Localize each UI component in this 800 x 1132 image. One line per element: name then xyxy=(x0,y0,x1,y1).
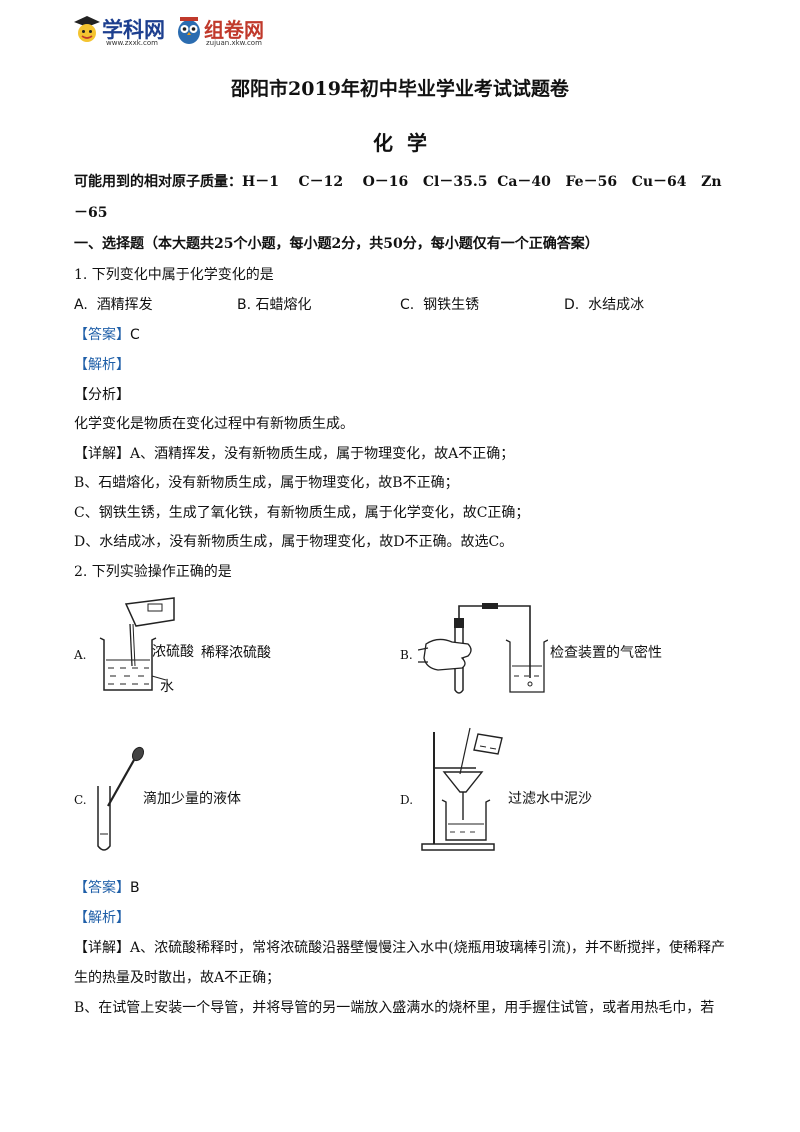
q2-detail-line: B、在试管上安装一个导管，并将导管的另一端放入盛满水的烧杯里，用手握住试管，或者… xyxy=(74,1000,715,1016)
section-heading: 一、选择题（本大题共25个小题，每小题2分，共50分，每小题仅有一个正确答案） xyxy=(74,236,599,252)
q1-detail-line: 【详解】A、酒精挥发，没有新物质生成，属于物理变化，故A不正确； xyxy=(74,446,515,462)
atomic-masses: 可能用到的相对原子质量：H－1 C－12 O－16 Cl－35.5 Ca－40 … xyxy=(74,174,722,190)
q2-option-b-letter: B. xyxy=(400,648,413,662)
q2-b-caption: 检查装置的气密性 xyxy=(550,645,662,661)
graduate-mascot-icon xyxy=(74,16,100,42)
atomic-masses-cont: －65 xyxy=(74,205,108,221)
q1-option-a: A. 酒精挥发 xyxy=(74,297,153,313)
q2-stem: 2. 下列实验操作正确的是 xyxy=(74,564,232,580)
owl-mascot-icon xyxy=(178,17,200,44)
q2-answer: 【答案】B xyxy=(74,880,140,896)
q2-detail-line: 【详解】A、浓硫酸稀释时，常将浓硫酸沿器壁慢慢注入水中(烧瓶用玻璃棒引流)，并不… xyxy=(74,940,726,956)
q1-option-c: C. 钢铁生锈 xyxy=(400,297,480,313)
logo-zujuan-url: zujuan.xkw.com xyxy=(206,39,262,47)
q2-option-a-letter: A. xyxy=(74,648,87,662)
q1-detail-line: C、钢铁生锈，生成了氧化铁，有新物质生成，属于化学变化，故C正确； xyxy=(74,505,530,521)
q1-option-b: B. 石蜡熔化 xyxy=(237,297,312,313)
q1-stem: 1. 下列变化中属于化学变化的是 xyxy=(74,267,274,283)
q2-detail-line: 生的热量及时散出，故A不正确； xyxy=(74,970,281,986)
q1-detail-line: B、石蜡熔化，没有新物质生成，属于物理变化，故B不正确； xyxy=(74,475,459,491)
q2-option-c-letter: C. xyxy=(74,793,87,807)
logo-zxxk-url: www.zxxk.com xyxy=(106,39,158,47)
logo-zxxk: 学科网 www.zxxk.com xyxy=(72,12,172,48)
q2-a-label-water: 水 xyxy=(160,679,174,695)
q2-d-caption: 过滤水中泥沙 xyxy=(508,791,592,807)
q2-a-caption: 稀释浓硫酸 xyxy=(201,645,271,661)
q2-option-d-letter: D. xyxy=(400,793,414,807)
logo-zujuan: 组卷网 zujuan.xkw.com xyxy=(176,12,276,48)
q1-detail-line: D、水结成冰，没有新物质生成，属于物理变化，故D不正确。故选C。 xyxy=(74,534,514,550)
logo-zujuan-text: 组卷网 xyxy=(204,18,264,42)
q1-analysis-tag: 【解析】 xyxy=(74,357,130,373)
q1-fenxi-text: 化学变化是物质在变化过程中有新物质生成。 xyxy=(74,416,354,432)
q1-answer: 【答案】C xyxy=(74,327,140,343)
logo-zxxk-text: 学科网 xyxy=(102,18,165,42)
q2-analysis-tag: 【解析】 xyxy=(74,910,130,926)
q1-fenxi-tag: 【分析】 xyxy=(74,387,130,403)
q2-a-label-acid: 浓硫酸 xyxy=(152,644,194,660)
airtightness-diagram-icon xyxy=(418,603,548,694)
page-title: 邵阳市2019年初中毕业学业考试试题卷 xyxy=(231,78,569,100)
q1-option-d: D. 水结成冰 xyxy=(564,297,645,313)
dropper-diagram-icon xyxy=(97,746,145,851)
filtration-diagram-icon xyxy=(421,727,503,851)
pour-acid-diagram-icon xyxy=(99,597,175,691)
q2-c-caption: 滴加少量的液体 xyxy=(143,791,241,807)
subject-title: 化 学 xyxy=(373,131,427,155)
